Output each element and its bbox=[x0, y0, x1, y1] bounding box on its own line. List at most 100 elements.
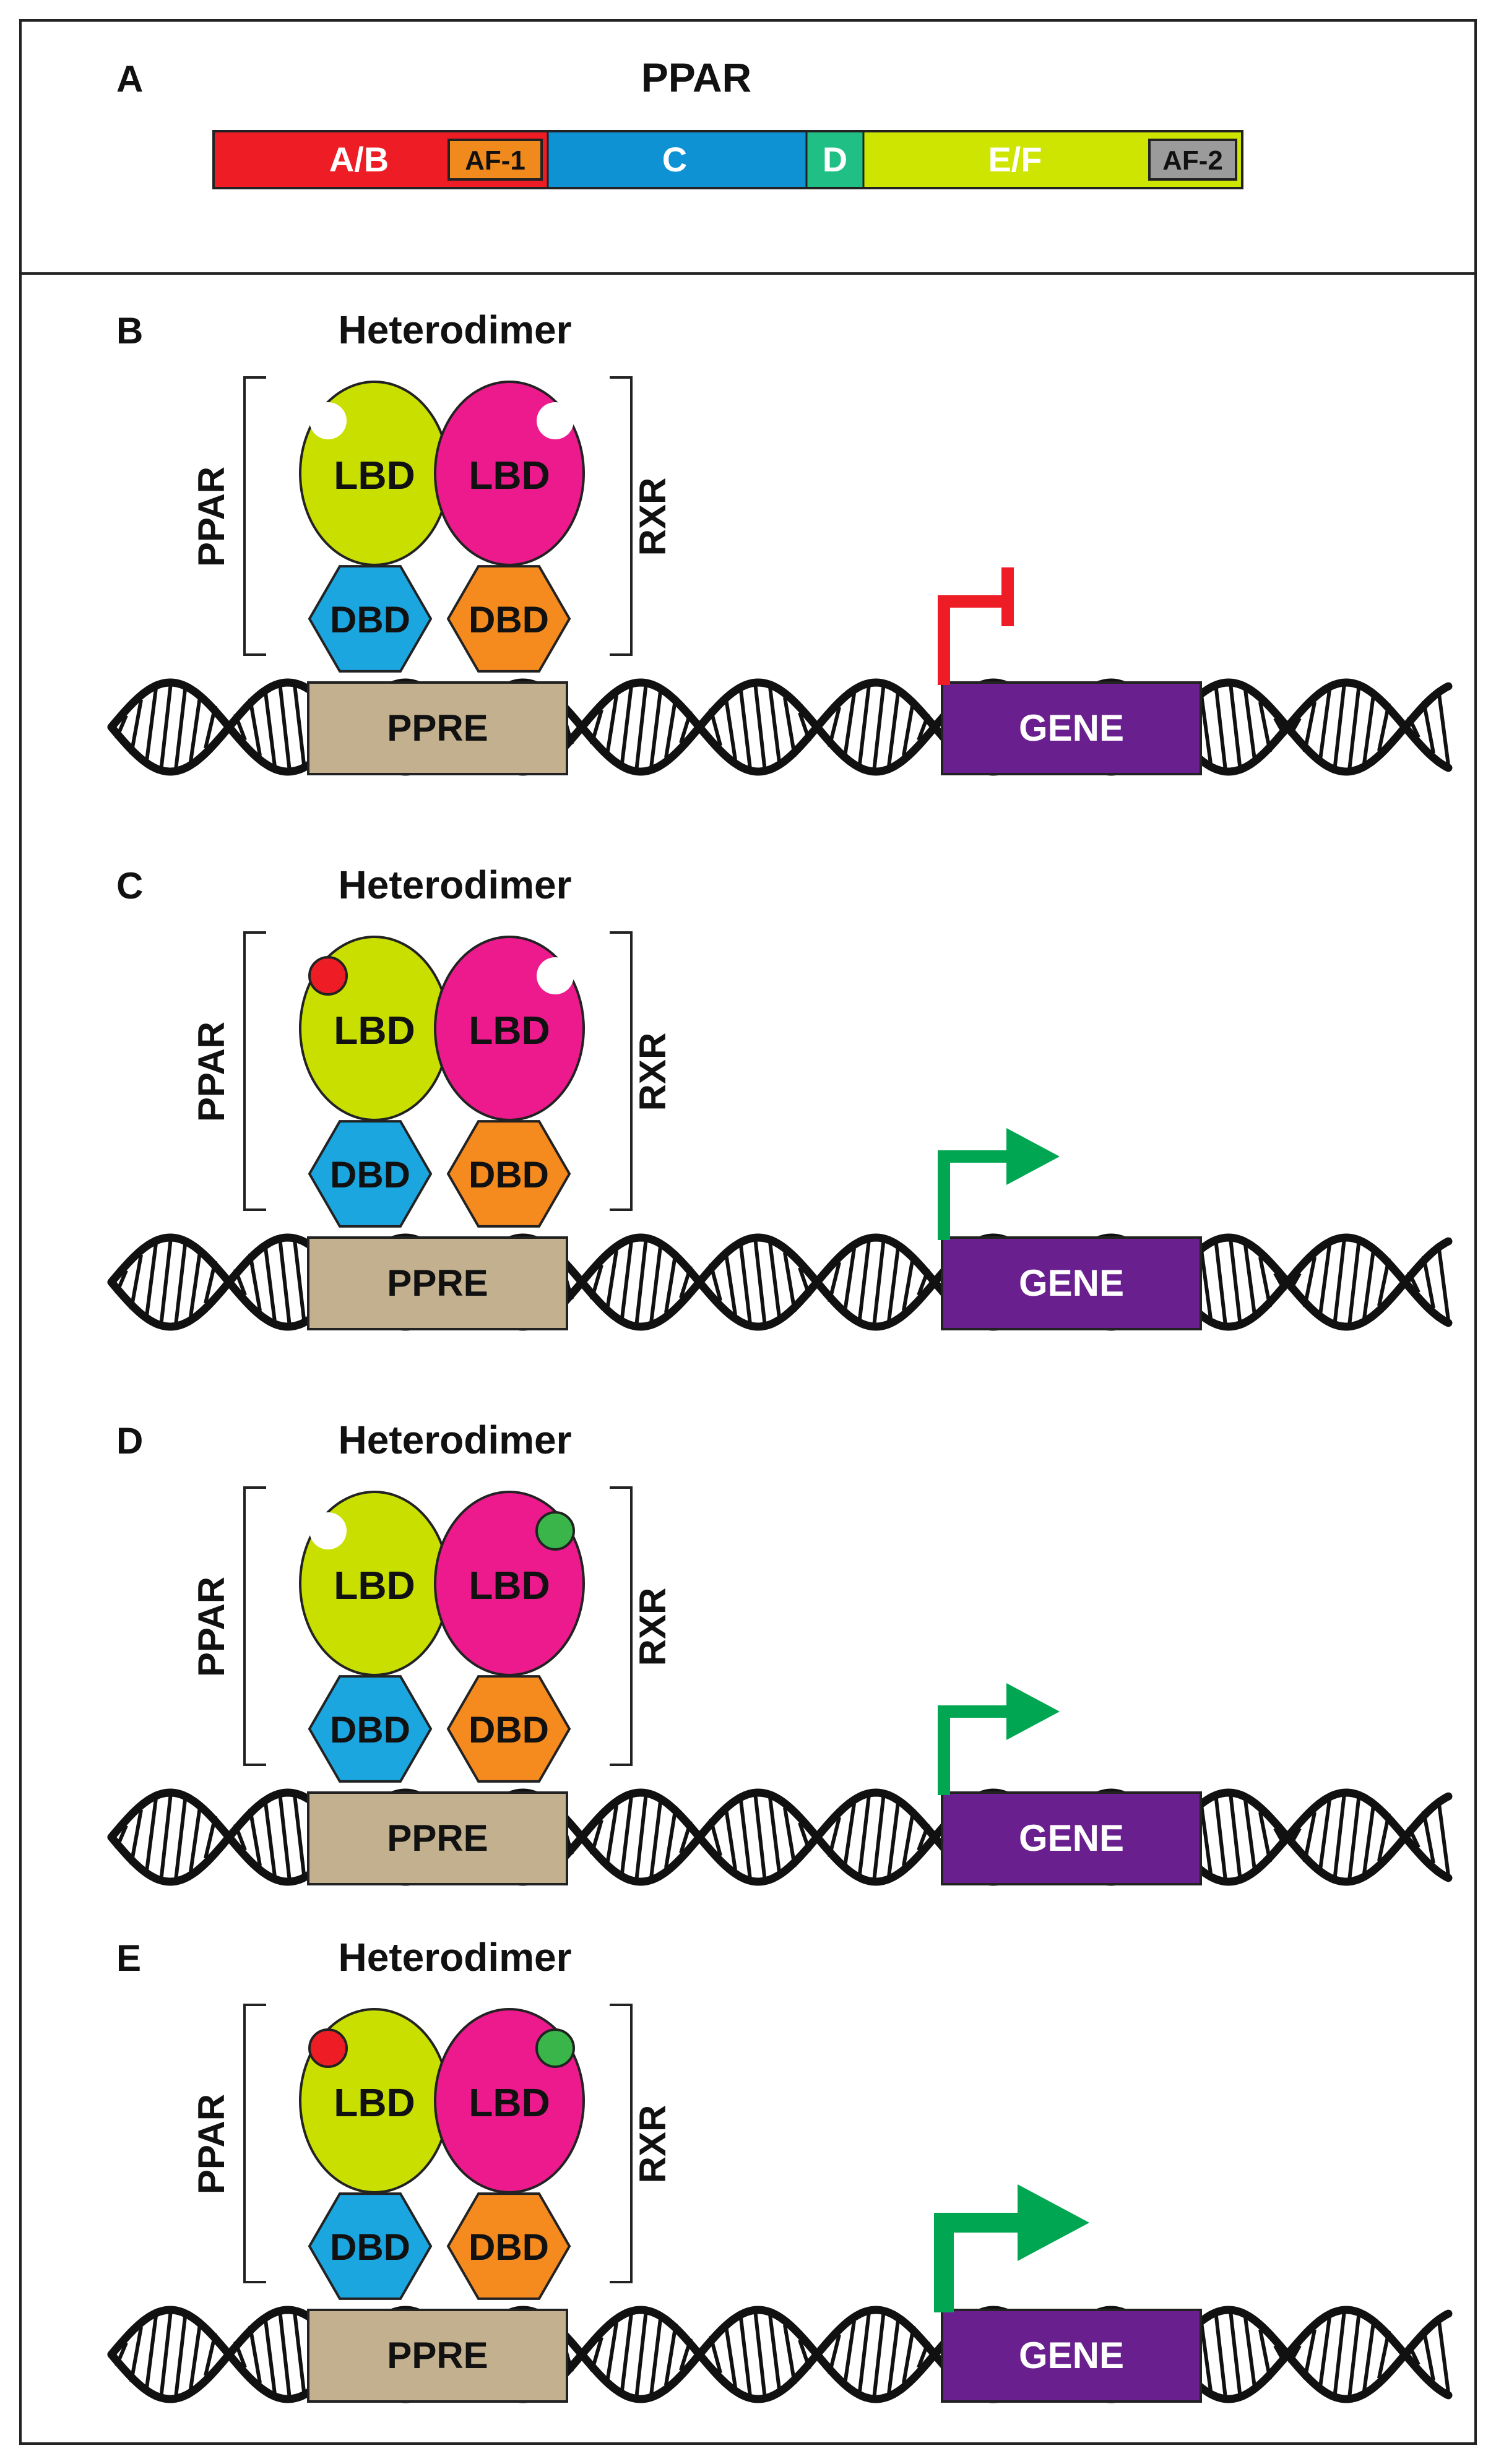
gene-box bbox=[941, 681, 1202, 775]
rxr-lbd-label: LBD bbox=[469, 453, 550, 498]
gene-box bbox=[941, 2309, 1202, 2403]
rxr-dbd bbox=[446, 2192, 571, 2300]
ppre-label: PPRE bbox=[387, 707, 488, 749]
ppar-ligand bbox=[308, 2028, 348, 2068]
gene-label: GENE bbox=[1019, 707, 1124, 749]
ppar-lbd-label: LBD bbox=[334, 1563, 415, 1608]
activation-arrow bbox=[938, 1705, 1010, 1795]
ppar-dbd-label: DBD bbox=[330, 2226, 410, 2268]
panel-label-e: E bbox=[116, 1937, 141, 1979]
gene-label: GENE bbox=[1019, 2335, 1124, 2376]
ppar-ligand bbox=[308, 956, 348, 996]
ppar-lbd-label: LBD bbox=[334, 453, 415, 498]
rxr-bracket bbox=[610, 1486, 633, 1766]
ppar-empty-pocket bbox=[309, 402, 347, 439]
rxr-dbd-label: DBD bbox=[469, 1154, 549, 1195]
rxr-lbd-label: LBD bbox=[469, 1563, 550, 1608]
repression-symbol bbox=[938, 567, 1014, 685]
ppar-bracket bbox=[243, 376, 266, 656]
rxr-bracket bbox=[610, 2004, 633, 2283]
rxr-bracket bbox=[610, 376, 633, 656]
ppar-domain-title: PPAR bbox=[641, 54, 751, 100]
ppar-dbd-label: DBD bbox=[330, 1709, 410, 1751]
gene-box bbox=[941, 1791, 1202, 1885]
ppar-dbd bbox=[308, 2192, 433, 2300]
af2-label: AF-2 bbox=[1162, 145, 1223, 176]
gene-box bbox=[941, 1236, 1202, 1330]
ppar-side-label: PPAR bbox=[191, 2094, 232, 2194]
panel-label-d: D bbox=[116, 1420, 143, 1462]
rxr-side-label: RXR bbox=[632, 2105, 673, 2184]
heterodimer-title: Heterodimer bbox=[339, 1935, 572, 1979]
ppar-side-label: PPAR bbox=[191, 1022, 232, 1122]
rxr-ligand bbox=[535, 1511, 575, 1551]
rxr-empty-pocket bbox=[537, 402, 574, 439]
af1-box bbox=[448, 139, 543, 181]
ppre-box bbox=[307, 1791, 568, 1885]
figure-frame bbox=[19, 19, 1477, 2445]
ppar-side-label: PPAR bbox=[191, 467, 232, 567]
ppar-empty-pocket bbox=[309, 1512, 347, 1549]
ppar-dbd-label: DBD bbox=[330, 599, 410, 640]
rxr-bracket bbox=[610, 931, 633, 1211]
panel-label-c: C bbox=[116, 865, 143, 907]
activation-arrow-head bbox=[1006, 1128, 1060, 1185]
ppre-label: PPRE bbox=[387, 1817, 488, 1859]
heterodimer-title: Heterodimer bbox=[339, 863, 572, 907]
rxr-dbd-label: DBD bbox=[469, 1709, 549, 1751]
domain-d bbox=[806, 131, 863, 188]
activation-arrow-head bbox=[1006, 1683, 1060, 1740]
domain-d-label: D bbox=[823, 140, 847, 179]
rxr-dbd-label: DBD bbox=[469, 599, 549, 640]
rxr-dbd bbox=[446, 1675, 571, 1783]
ppre-label: PPRE bbox=[387, 2335, 488, 2376]
ppar-bracket bbox=[243, 2004, 266, 2283]
af1-label: AF-1 bbox=[465, 145, 525, 176]
gene-label: GENE bbox=[1019, 1262, 1124, 1304]
rxr-ligand bbox=[535, 2028, 575, 2068]
domain-c-label: C bbox=[662, 140, 687, 179]
ppre-box bbox=[307, 1236, 568, 1330]
rxr-lbd-label: LBD bbox=[469, 2080, 550, 2125]
rxr-dbd bbox=[446, 565, 571, 673]
ppar-side-label: PPAR bbox=[191, 1577, 232, 1677]
ppar-dbd-label: DBD bbox=[330, 1154, 410, 1195]
rxr-side-label: RXR bbox=[632, 1588, 673, 1666]
rxr-lbd-label: LBD bbox=[469, 1008, 550, 1053]
rxr-dbd bbox=[446, 1120, 571, 1228]
domain-ef-label: E/F bbox=[988, 140, 1042, 179]
ppar-dbd bbox=[308, 565, 433, 673]
ppre-label: PPRE bbox=[387, 1262, 488, 1304]
ppar-bracket bbox=[243, 1486, 266, 1766]
ppre-box bbox=[307, 681, 568, 775]
domain-ab-label: A/B bbox=[329, 140, 389, 179]
ppar-lbd-label: LBD bbox=[334, 1008, 415, 1053]
af2-box bbox=[1148, 139, 1237, 181]
ppar-bracket bbox=[243, 931, 266, 1211]
ppre-box bbox=[307, 2309, 568, 2403]
panel-a: A PPAR A/B AF-1 C D E/F AF-2 bbox=[116, 54, 1243, 189]
domain-c bbox=[548, 131, 806, 188]
panel-label-a: A bbox=[116, 58, 143, 100]
panel-label-b: B bbox=[116, 310, 143, 351]
heterodimer-title: Heterodimer bbox=[339, 1418, 572, 1462]
activation-arrow-head bbox=[1018, 2184, 1089, 2261]
ppar-lbd-label: LBD bbox=[334, 2080, 415, 2125]
rxr-empty-pocket bbox=[537, 957, 574, 994]
ppar-dbd bbox=[308, 1120, 433, 1228]
activation-arrow bbox=[938, 1150, 1010, 1240]
ppar-dbd bbox=[308, 1675, 433, 1783]
heterodimer-title: Heterodimer bbox=[339, 308, 572, 352]
rxr-dbd-label: DBD bbox=[469, 2226, 549, 2268]
rxr-side-label: RXR bbox=[632, 1033, 673, 1111]
gene-label: GENE bbox=[1019, 1817, 1124, 1859]
domain-bar-outline bbox=[212, 130, 1243, 189]
activation-arrow bbox=[934, 2213, 1021, 2312]
rxr-side-label: RXR bbox=[632, 478, 673, 556]
